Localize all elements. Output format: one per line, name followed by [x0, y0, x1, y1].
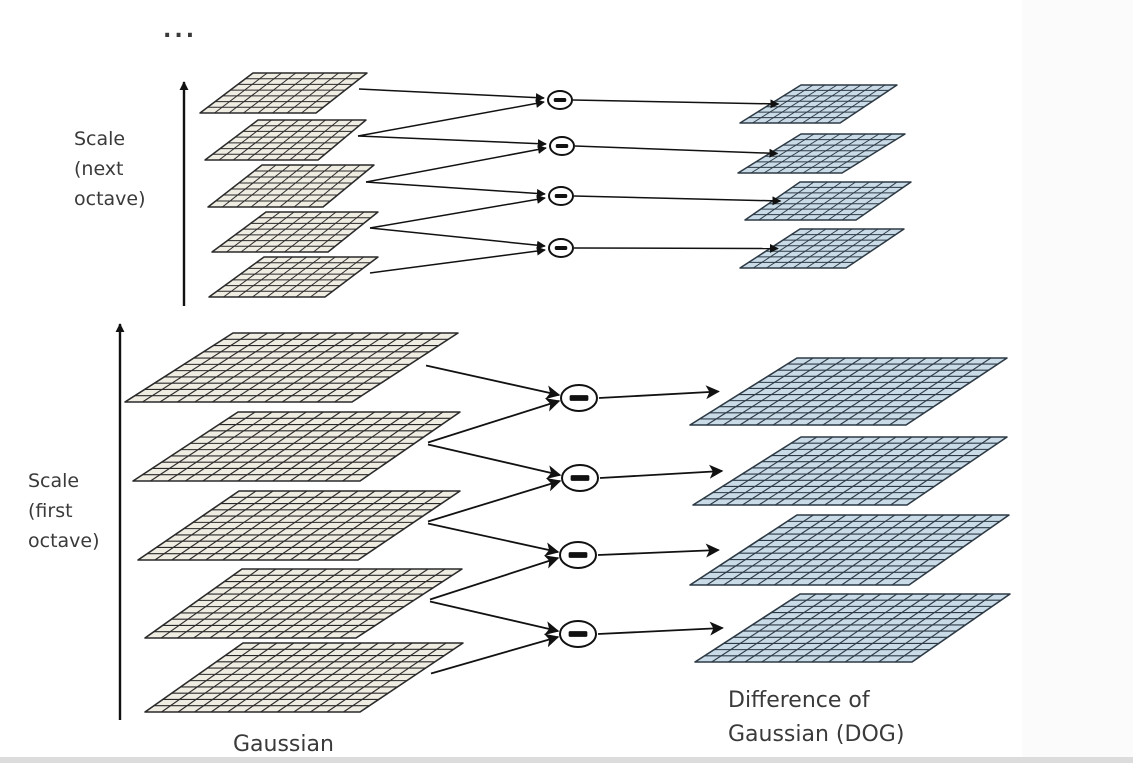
- minus-operator-next-1: [547, 90, 573, 110]
- minus-icon: [568, 552, 588, 558]
- minus-operator-first-2: [561, 464, 599, 492]
- arrow-gaussian-to-op-first: [427, 398, 561, 444]
- gaussian-layer-first-2: [132, 411, 461, 482]
- arrow-gaussian-to-op-first: [427, 443, 562, 479]
- arrow-op-to-dog-first: [597, 543, 720, 558]
- gaussian-layer-next-4: [211, 211, 379, 253]
- dog-layer-next-1: [739, 84, 898, 124]
- arrow-gaussian-to-op-next: [357, 99, 545, 137]
- dog-layer-next-2: [737, 133, 906, 174]
- gaussian-layer-next-5: [208, 256, 379, 298]
- label-line: octave): [28, 530, 100, 552]
- minus-icon: [553, 98, 567, 102]
- gaussian-layer-first-5: [144, 642, 464, 713]
- arrow-gaussian-to-op-next: [365, 181, 546, 198]
- minus-operator-next-4: [548, 238, 574, 258]
- arrow-op-to-dog-first: [597, 621, 724, 636]
- gaussian-layer-first-1: [124, 332, 459, 403]
- arrow-gaussian-to-op-next: [365, 145, 547, 183]
- dog-layer-first-2: [692, 436, 1008, 506]
- label-line: (next: [74, 158, 124, 180]
- label-line: Difference of: [728, 688, 870, 713]
- label-scale-next-octave: Scale (next octave): [74, 124, 146, 214]
- arrow-gaussian-to-op-first: [430, 633, 560, 675]
- minus-operator-first-4: [559, 620, 597, 648]
- gaussian-layer-first-4: [144, 568, 463, 639]
- arrow-gaussian-to-op-next: [369, 246, 546, 274]
- ellipsis-indicator: ...: [163, 18, 198, 43]
- minus-icon: [554, 194, 568, 198]
- dog-layer-next-4: [739, 228, 905, 269]
- minus-icon: [555, 144, 569, 148]
- bottom-edge: [0, 757, 1133, 763]
- gaussian-layer-next-3: [207, 164, 375, 208]
- minus-icon: [554, 246, 568, 250]
- gaussian-layer-next-1: [199, 72, 368, 114]
- arrow-gaussian-to-op-first: [429, 600, 560, 635]
- minus-icon: [570, 475, 590, 481]
- label-line: Scale: [74, 128, 126, 150]
- label-gaussian: Gaussian: [233, 732, 334, 757]
- arrow-gaussian-to-op-next: [357, 135, 547, 149]
- dog-layer-first-4: [694, 593, 1011, 663]
- dog-layer-next-3: [744, 181, 912, 221]
- minus-operator-next-3: [548, 186, 574, 206]
- arrow-gaussian-to-op-first: [429, 555, 560, 601]
- arrow-op-to-dog-next: [574, 145, 779, 158]
- dog-layer-first-3: [689, 514, 1010, 586]
- arrow-gaussian-to-op-next: [369, 194, 546, 229]
- arrow-gaussian-to-op-first: [427, 478, 562, 523]
- arrow-op-to-dog-next: [573, 195, 782, 206]
- arrow-gaussian-to-op-first: [425, 364, 561, 400]
- arrow-gaussian-to-op-next: [358, 88, 545, 103]
- right-margin: [1022, 0, 1133, 757]
- minus-icon: [568, 631, 588, 637]
- minus-operator-first-1: [560, 384, 598, 412]
- minus-operator-first-3: [559, 541, 597, 569]
- arrow-gaussian-to-op-next: [369, 227, 546, 250]
- gaussian-layer-next-2: [204, 119, 367, 161]
- minus-icon: [569, 395, 589, 401]
- arrow-op-to-dog-next: [572, 99, 780, 109]
- arrow-op-to-dog-next: [573, 243, 779, 253]
- gaussian-layer-first-3: [137, 490, 461, 561]
- label-line: octave): [74, 188, 146, 210]
- label-scale-first-octave: Scale (first octave): [28, 466, 100, 556]
- label-difference-of-gaussian: Difference of Gaussian (DOG): [728, 684, 904, 752]
- arrow-gaussian-to-op-first: [427, 522, 560, 557]
- arrow-op-to-dog-first: [598, 385, 720, 400]
- dog-layer-first-1: [689, 357, 1008, 426]
- minus-operator-next-2: [549, 136, 575, 156]
- label-line: Gaussian (DOG): [728, 722, 905, 747]
- label-line: (first: [28, 500, 73, 522]
- arrow-op-to-dog-first: [599, 464, 724, 479]
- label-line: Scale: [28, 470, 80, 492]
